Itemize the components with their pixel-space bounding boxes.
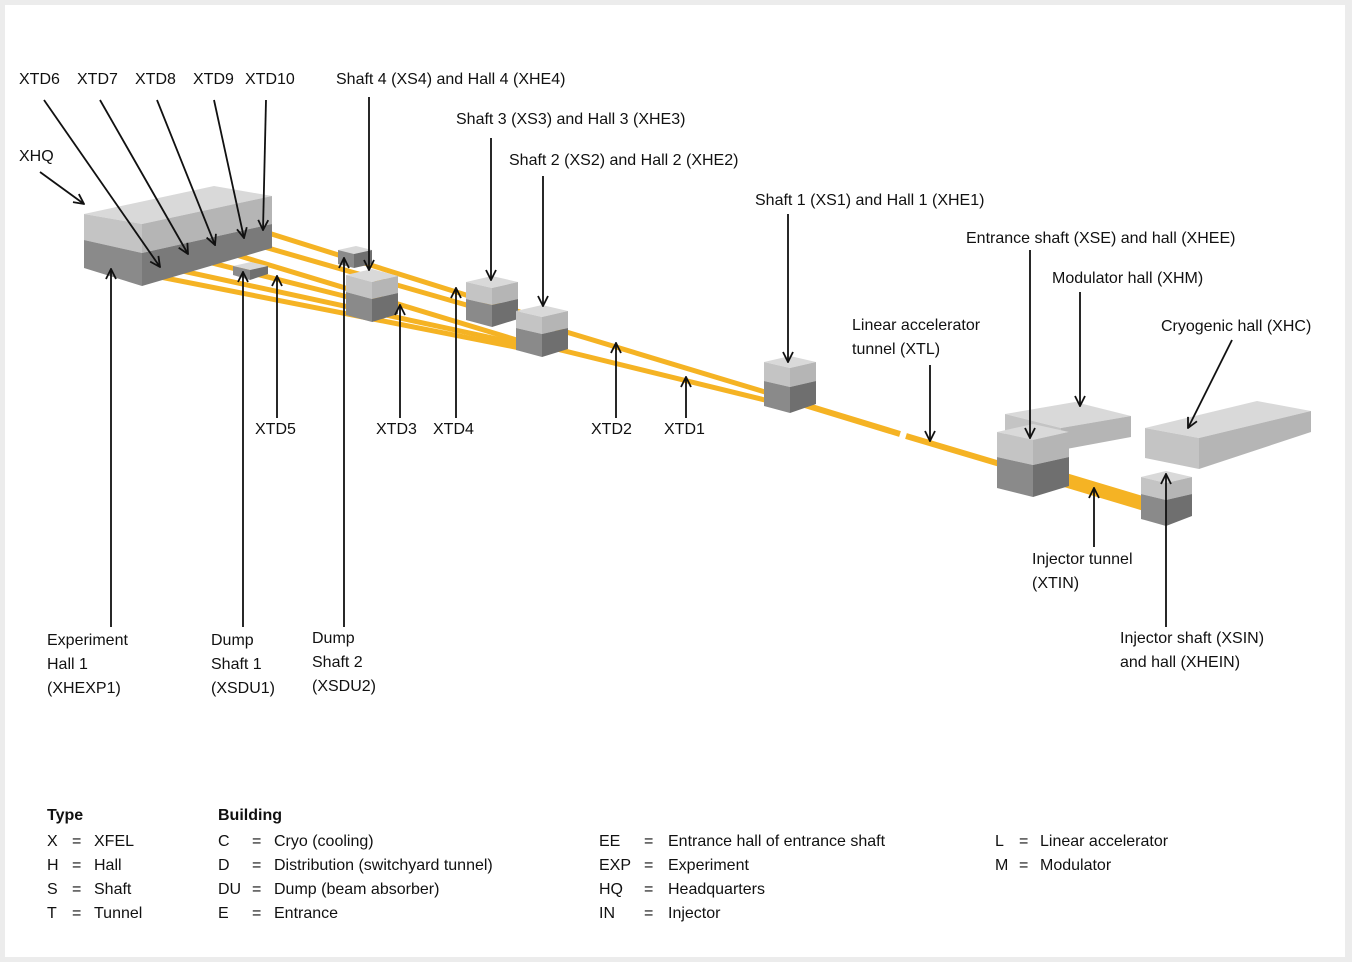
legend-building-column-1: C=Cryo (cooling) D=Distribution (switchy… xyxy=(218,830,558,926)
label-xtd1: XTD1 xyxy=(664,421,705,438)
arrow-xhq xyxy=(39,171,84,204)
shaft4-box xyxy=(346,269,398,322)
label-shaft3: Shaft 3 (XS3) and Hall 3 (XHE3) xyxy=(456,111,686,128)
entrance-shaft-box xyxy=(997,424,1069,497)
arrow-xtd7 xyxy=(99,99,188,254)
legend: Type Building X=XFEL H=Hall S=Shaft T=Tu… xyxy=(47,804,1297,934)
shaft3-box xyxy=(466,276,518,327)
injector-shaft-box xyxy=(1141,471,1192,526)
label-dump-shaft-1: Dump Shaft 1 (XSDU1) xyxy=(211,632,276,697)
tunnel-injector xyxy=(1062,473,1148,511)
tunnel-linac-b xyxy=(905,433,1001,467)
label-injector-tunnel: Injector tunnel (XTIN) xyxy=(1032,551,1133,592)
label-xtd9: XTD9 xyxy=(193,71,234,88)
label-injector-shaft: Injector shaft (XSIN) and hall (XHEIN) xyxy=(1120,630,1265,671)
arrow-cryogenic xyxy=(1188,339,1233,428)
label-linac: Linear accelerator tunnel (XTL) xyxy=(852,317,981,358)
legend-row: L=Linear accelerator xyxy=(995,833,1169,850)
legend-building-heading: Building xyxy=(218,807,282,824)
label-shaft1: Shaft 1 (XS1) and Hall 1 (XHE1) xyxy=(755,192,985,209)
legend-row: D=Distribution (switchyard tunnel) xyxy=(218,857,493,874)
label-cryogenic: Cryogenic hall (XHC) xyxy=(1161,318,1312,335)
label-modulator: Modulator hall (XHM) xyxy=(1052,270,1204,287)
cryogenic-hall-box xyxy=(1145,401,1311,469)
buildings xyxy=(84,186,1311,526)
label-xtd4: XTD4 xyxy=(433,421,474,438)
label-shaft2: Shaft 2 (XS2) and Hall 2 (XHE2) xyxy=(509,152,739,169)
label-xtd6: XTD6 xyxy=(19,71,60,88)
label-xtd2: XTD2 xyxy=(591,421,632,438)
arrow-xtd8 xyxy=(156,99,215,245)
label-xtd10: XTD10 xyxy=(245,71,295,88)
arrow-xtd9 xyxy=(213,99,244,238)
legend-building-column-3: L=Linear accelerator M=Modulator xyxy=(995,830,1255,878)
label-experiment-hall: Experiment Hall 1 (XHEXP1) xyxy=(47,632,128,697)
label-shaft4: Shaft 4 (XS4) and Hall 4 (XHE4) xyxy=(336,71,566,88)
label-xtd7: XTD7 xyxy=(77,71,118,88)
legend-building-column-2: EE=Entrance hall of entrance shaft EXP=E… xyxy=(599,830,959,926)
legend-row: H=Hall xyxy=(47,857,122,874)
label-xtd3: XTD3 xyxy=(376,421,417,438)
label-xtd8: XTD8 xyxy=(135,71,176,88)
legend-row: M=Modulator xyxy=(995,857,1112,874)
tunnel-xtd6 xyxy=(154,262,521,347)
legend-row: X=XFEL xyxy=(47,833,135,850)
arrow-xtd10 xyxy=(263,99,266,230)
legend-row: DU=Dump (beam absorber) xyxy=(218,881,440,898)
tunnel-lower xyxy=(149,272,521,351)
legend-row: HQ=Headquarters xyxy=(599,881,765,898)
label-dump-shaft-2: Dump Shaft 2 (XSDU2) xyxy=(312,630,377,695)
tunnels xyxy=(149,228,1148,511)
legend-row: EXP=Experiment xyxy=(599,857,749,874)
label-entrance: Entrance shaft (XSE) and hall (XHEE) xyxy=(966,230,1236,247)
legend-row: S=Shaft xyxy=(47,881,132,898)
legend-row: EE=Entrance hall of entrance shaft xyxy=(599,833,886,850)
legend-type-heading: Type xyxy=(47,807,84,824)
legend-row: C=Cryo (cooling) xyxy=(218,833,374,850)
shaft2-box xyxy=(516,305,568,357)
legend-type-column: X=XFEL H=Hall S=Shaft T=Tunnel xyxy=(47,830,167,926)
arrows xyxy=(39,97,1233,627)
arrow-xtd6 xyxy=(43,99,160,267)
legend-row: IN=Injector xyxy=(599,905,721,922)
label-xhq: XHQ xyxy=(19,148,54,165)
label-xtd5: XTD5 xyxy=(255,421,296,438)
shaft1-box xyxy=(764,356,816,413)
tunnel-linac-a xyxy=(804,402,901,437)
legend-row: E=Entrance xyxy=(218,905,339,922)
legend-row: T=Tunnel xyxy=(47,905,143,922)
